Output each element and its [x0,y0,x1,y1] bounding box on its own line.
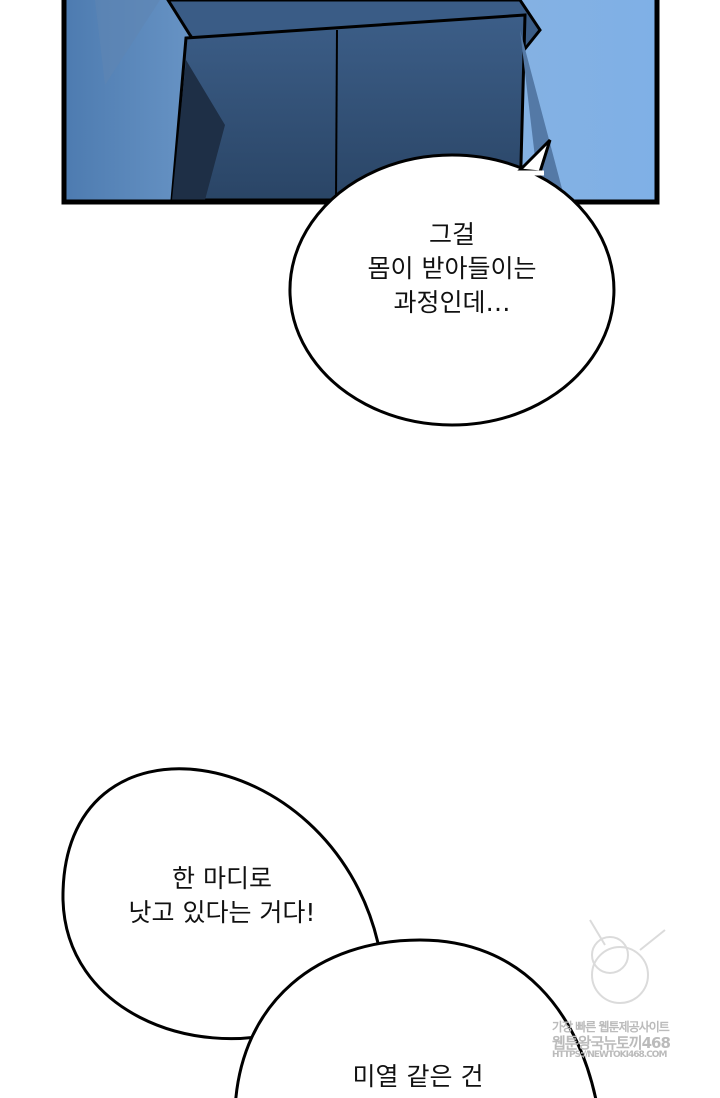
watermark-mascot [589,919,666,1004]
speech-bubble-1 [288,138,616,427]
watermark-line-2: 웹툰왕국뉴토끼468 [552,1034,671,1052]
bubble-1-line-2: 몸이 받아들이는 [367,254,537,283]
watermark-line-3: HTTPS://NEWTOKI468.COM [552,1050,667,1060]
bubble-3-line-1: 미열 같은 건 [352,1062,484,1091]
bubble-2-line-2: 낫고 있다는 거다! [128,898,316,927]
speech-bubble-3 [234,938,598,1098]
bubble-1-line-1: 그걸 [428,220,476,249]
bubble-2-line-1: 한 마디로 [172,864,272,893]
watermark-line-1: 가장 빠른 웹툰제공사이트 [552,1020,670,1034]
top-panel [61,0,660,205]
bubble-1-line-3: 과정인데… [393,288,511,317]
bubble-3-text: 미열 같은 건 [353,1060,484,1094]
bubble-2-text: 한 마디로 낫고 있다는 거다! [129,862,316,930]
bubble-1-text: 그걸 몸이 받아들이는 과정인데… [368,218,537,320]
